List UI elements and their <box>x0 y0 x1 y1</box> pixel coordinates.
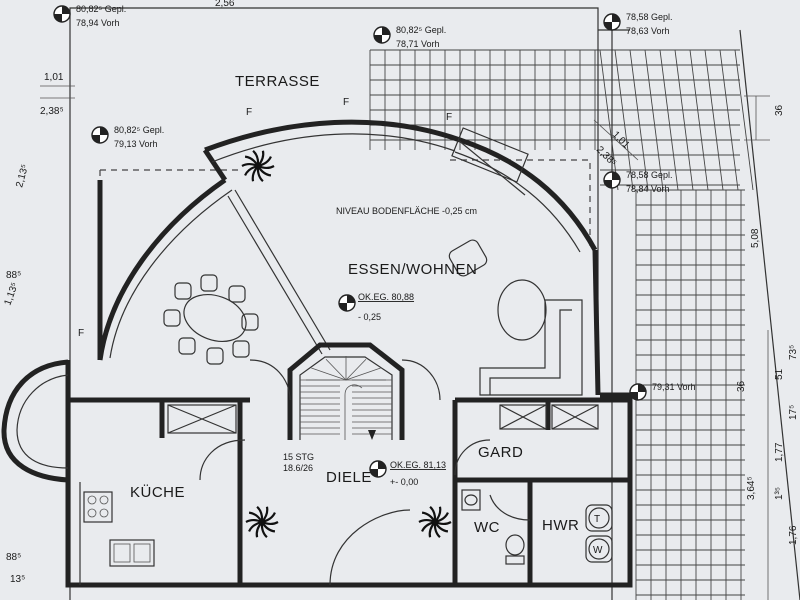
elevation-value: 80,82⁵ Gepl. <box>396 25 446 35</box>
dim-right-g: 1,77 <box>774 442 785 462</box>
dim-left-f: 88⁵ <box>6 552 21 563</box>
room-label-diele: DIELE <box>326 469 372 486</box>
elevation-markers: 80,82⁵ Gepl. 79,13 Vorh 80,82⁵ Gepl. 78,71 … <box>53 4 696 401</box>
elevation-value: 80,82⁵ Gepl. <box>114 125 164 135</box>
elevation-existing: 79,13 Vorh <box>114 139 158 149</box>
door-swings <box>199 359 531 586</box>
chair <box>206 347 224 365</box>
plant-icon <box>245 505 279 539</box>
cupboards <box>167 127 599 434</box>
elevation-marker: 78,58 Gepl. 78,63 Vorh <box>603 12 673 36</box>
coffee-table <box>497 279 547 341</box>
dim-right-f: 36 <box>736 380 747 392</box>
elevation-marker: 79,31 Vorh <box>629 382 696 401</box>
plants <box>241 149 452 539</box>
interior-walls <box>68 189 630 585</box>
dim-right-b: 5,08 <box>750 228 761 248</box>
dim-right-c: 73⁵ <box>788 345 799 360</box>
exterior-walls <box>1 119 633 588</box>
elevation-value: 78,58 Gepl. <box>626 12 673 22</box>
window-mark: F <box>78 328 84 339</box>
elevation-marker: 78,58 Gepl. 78,84 Vorh <box>603 170 673 194</box>
elevation-marker: 80,82⁵ Gepl. 79,13 Vorh <box>91 125 164 149</box>
chair <box>241 313 259 331</box>
elevation-marker: 80,82⁵ Gepl. 78,71 Vorh <box>373 25 446 49</box>
dim-left-d: 88⁵ <box>6 270 21 281</box>
dim-left-b: 2,38⁵ <box>40 106 64 117</box>
tech-label-t: T <box>594 514 600 525</box>
dim-right-h: 3,64⁵ <box>746 476 757 500</box>
window-mark: F <box>343 97 349 108</box>
elevation-existing: 78,71 Vorh <box>396 39 440 49</box>
window-mark: F <box>446 112 452 123</box>
dim-right-d: 51 <box>774 368 785 380</box>
wc-fixtures <box>461 489 525 565</box>
room-label-kueche: KÜCHE <box>130 483 185 501</box>
plant-icon <box>241 149 275 183</box>
dim-right-e: 17⁵ <box>788 405 799 420</box>
dim-top: 2,56 <box>215 0 235 9</box>
level-marker-diele: OK.EG. 81,13 +- 0,00 <box>369 460 446 487</box>
level-essen-offset: - 0,25 <box>358 312 381 322</box>
level-diele-value: OK.EG. 81,13 <box>390 460 446 470</box>
dim-right-i: 1³⁵ <box>774 487 785 500</box>
chair <box>228 285 246 303</box>
elevation-marker: 80,82⁵ Gepl. 78,94 Vorh <box>53 4 126 28</box>
dim-left-g: 13⁵ <box>10 574 25 585</box>
utility-tiles: T W <box>585 504 613 563</box>
stair-ratio: 18.6/26 <box>283 463 313 473</box>
chair <box>232 340 250 358</box>
armchair <box>448 239 488 277</box>
elevation-existing: 78,94 Vorh <box>76 18 120 28</box>
floor-level-note: NIVEAU BODENFLÄCHE -0,25 cm <box>336 206 477 216</box>
room-label-gard: GARD <box>478 444 523 461</box>
level-essen-value: OK.EG. 80,88 <box>358 292 414 302</box>
chair <box>174 282 192 300</box>
dim-left-a: 1,01 <box>44 72 64 83</box>
stair-count: 15 STG <box>283 452 314 462</box>
plant-icon <box>418 505 452 539</box>
elevation-existing: 78,84 Vorh <box>626 184 670 194</box>
tech-label-w: W <box>593 545 603 556</box>
dim-right-a: 36 <box>774 104 785 116</box>
room-label-hwr: HWR <box>542 517 579 534</box>
dining-table <box>163 274 259 365</box>
chair <box>200 274 218 292</box>
elevation-value: 78,58 Gepl. <box>626 170 673 180</box>
chair <box>163 309 181 327</box>
room-label-wc: WC <box>474 519 500 536</box>
terrace-tile-grid-right <box>635 189 745 600</box>
elevation-existing: 78,63 Vorh <box>626 26 670 36</box>
chair <box>178 337 196 355</box>
elevation-value: 80,82⁵ Gepl. <box>76 4 126 14</box>
window-mark: F <box>246 107 252 118</box>
terrace-tile-grid-top <box>369 49 754 191</box>
level-marker-essen: OK.EG. 80,88 - 0,25 <box>338 292 414 322</box>
room-label-essen-wohnen: ESSEN/WOHNEN <box>348 261 477 278</box>
room-label-terrasse: TERRASSE <box>235 73 320 90</box>
elevation-value: 79,31 Vorh <box>652 382 696 392</box>
dimension-lines <box>40 85 770 600</box>
level-diele-offset: +- 0,00 <box>390 477 418 487</box>
staircase <box>287 342 405 440</box>
kitchen-fixtures <box>79 482 155 585</box>
dim-right-j: 1,76 <box>788 525 799 545</box>
